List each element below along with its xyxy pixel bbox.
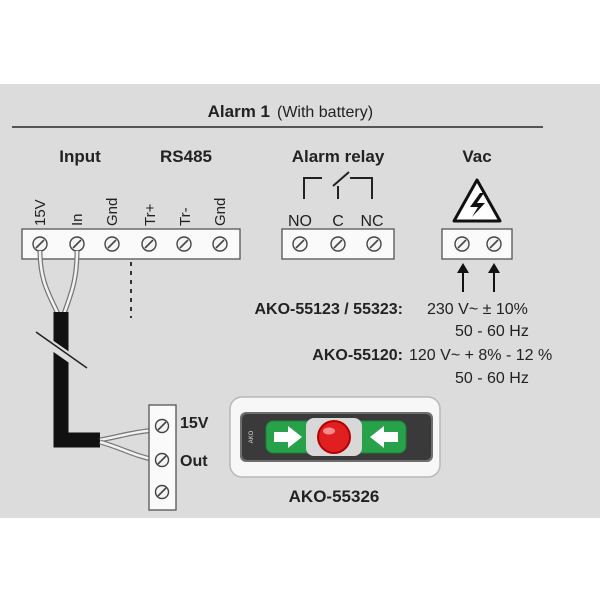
screw-terminal-icon	[176, 236, 192, 252]
arrow-left-icon	[370, 426, 398, 448]
input-cable	[37, 250, 157, 463]
arrow-up-icon	[457, 263, 469, 292]
diagram-title: Alarm 1	[208, 102, 270, 121]
screw-terminal-icon	[366, 236, 382, 252]
model-b-voltage: 120 V~ + 8% - 12 %	[409, 347, 552, 364]
arrow-up-icon	[488, 263, 500, 292]
input-heading: Input	[59, 147, 101, 166]
diagram-title-note: (With battery)	[277, 104, 373, 121]
terminal-label-gnd: Gnd	[104, 198, 121, 226]
terminal-label-gnd-rs485: Gnd	[212, 198, 229, 226]
terminal-label-trplus: Tr+	[142, 203, 159, 226]
screw-terminal-icon	[32, 236, 48, 252]
screw-terminal-icon	[212, 236, 228, 252]
cable-break-mark	[37, 333, 86, 371]
terminal-label-15v: 15V	[32, 199, 49, 226]
ako-55326-device	[229, 396, 441, 478]
device-terminal-15v: 15V	[180, 415, 209, 432]
relay-label-nc: NC	[360, 213, 383, 230]
device-terminal-out: Out	[180, 453, 208, 470]
terminal-label-in: In	[69, 213, 86, 226]
model-a-frequency: 50 - 60 Hz	[455, 323, 529, 340]
vac-terminal-block	[441, 228, 513, 260]
high-voltage-warning-icon	[452, 178, 502, 223]
model-b-frequency: 50 - 60 Hz	[455, 370, 529, 387]
terminal-label-trminus: Tr-	[177, 207, 194, 226]
screw-terminal-icon	[486, 236, 502, 252]
rs485-heading: RS485	[160, 147, 212, 166]
device-badge: AKO	[249, 430, 255, 443]
screw-terminal-icon	[69, 236, 85, 252]
model-a-label: AKO-55123 / 55323:	[254, 301, 403, 318]
relay-label-c: C	[332, 213, 344, 230]
relay-label-no: NO	[288, 213, 312, 230]
model-a-voltage: 230 V~ ± 10%	[427, 301, 528, 318]
screw-terminal-icon	[454, 236, 470, 252]
vac-heading: Vac	[462, 147, 491, 166]
screw-terminal-icon	[104, 236, 120, 252]
arrow-right-icon	[274, 426, 302, 448]
screw-terminal-icon	[154, 452, 170, 468]
relay-terminal-block	[281, 228, 395, 260]
relay-contact-symbol	[303, 171, 373, 199]
model-b-label: AKO-55120:	[312, 347, 403, 364]
device-model-label: AKO-55326	[289, 487, 380, 506]
screw-terminal-icon	[154, 484, 170, 500]
cable-break-mark	[35, 331, 88, 369]
screw-terminal-icon	[141, 236, 157, 252]
alarm-relay-heading: Alarm relay	[292, 147, 385, 166]
device-terminal-block	[148, 404, 177, 511]
screw-terminal-icon	[330, 236, 346, 252]
input-terminal-block	[21, 228, 241, 260]
screw-terminal-icon	[292, 236, 308, 252]
screw-terminal-icon	[154, 418, 170, 434]
